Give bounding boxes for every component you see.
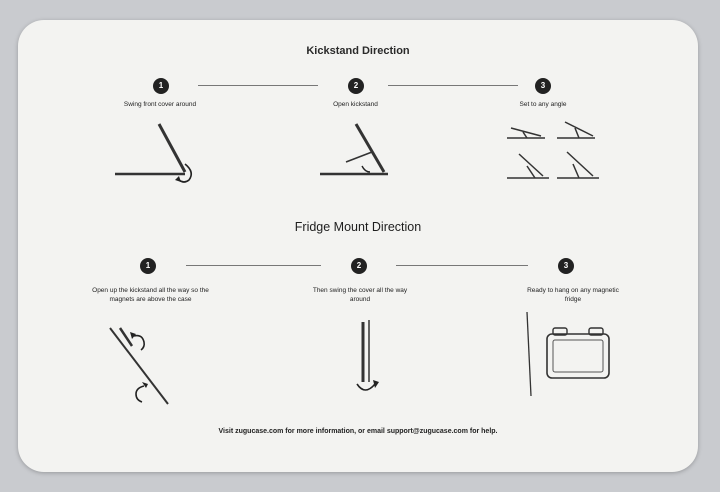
kickstand-connector-1: [198, 85, 318, 86]
swing-cover-around-illustration: [356, 320, 379, 391]
swing-cover-illustration: [115, 123, 193, 183]
open-kickstand-magnets-illustration: [109, 327, 169, 405]
kickstand-step-3-badge: 3: [535, 78, 551, 94]
kickstand-step-2-badge: 2: [348, 78, 364, 94]
footer-contact: Visit zugucase.com for more information,…: [218, 428, 498, 435]
instruction-card: Kickstand Direction 1 2 3 Swing front co…: [18, 20, 698, 472]
kickstand-title: Kickstand Direction: [306, 45, 410, 57]
fridge-step-3-label: Ready to hang on any magnetic fridge: [527, 287, 619, 303]
fridge-step-3-badge: 3: [558, 258, 574, 274]
fridge-step-2-badge: 2: [351, 258, 367, 274]
fridge-step-1-label: Open up the kickstand all the way so the…: [92, 287, 209, 303]
hang-on-fridge-illustration: [526, 311, 610, 397]
fridge-connector-2: [396, 265, 528, 266]
kickstand-step-1-label: Swing front cover around: [123, 101, 197, 108]
fridge-title: Fridge Mount Direction: [294, 220, 422, 234]
fridge-connector-1: [186, 265, 321, 266]
fridge-step-2-label: Then swing the cover all the way around: [312, 287, 408, 303]
kickstand-step-2-label: Open kickstand: [333, 101, 378, 108]
kickstand-step-1-badge: 1: [153, 78, 169, 94]
fridge-step-1-badge: 1: [140, 258, 156, 274]
kickstand-step-3-label: Set to any angle: [519, 101, 567, 108]
kickstand-connector-2: [388, 85, 518, 86]
angle-options-illustration: [507, 121, 599, 179]
open-kickstand-illustration: [320, 123, 388, 176]
